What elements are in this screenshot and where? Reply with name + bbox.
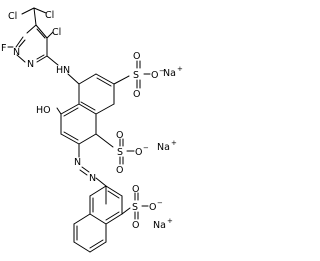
- atom-n-pyrimidine-top: N: [27, 59, 34, 70]
- sodium-ion-2-charge: +: [171, 139, 177, 147]
- sodium-counterions: Na + Na + Na +: [153, 65, 183, 231]
- atom-s2-o-top: O: [116, 130, 123, 141]
- charge-s1-minus: −: [159, 67, 165, 75]
- charge-s3-minus: −: [157, 199, 163, 207]
- atom-hydroxyl: HO: [36, 105, 51, 116]
- atom-s2-o-bottom: O: [116, 165, 123, 176]
- molecule-drawing: Cl Cl Cl F N N H N HO N N S O O O − S O …: [1, 7, 183, 253]
- atom-s3-o-top: O: [132, 184, 139, 195]
- atom-cl-ring: Cl: [52, 27, 61, 38]
- chemical-structure-diagram: Cl Cl Cl F N N H N HO N N S O O O − S O …: [1, 7, 183, 253]
- atom-s1-o-minus: O: [151, 70, 158, 81]
- atom-labels: Cl Cl Cl F N N H N HO N N S O O O − S O …: [1, 10, 165, 231]
- sodium-ion-3-charge: +: [167, 217, 173, 225]
- atom-s1-o-bottom: O: [133, 89, 140, 100]
- atom-cl-chcl2-right: Cl: [45, 10, 54, 21]
- bonds: [7, 7, 151, 253]
- atom-cl-chcl2-left: Cl: [8, 11, 17, 22]
- charge-s2-minus: −: [143, 144, 149, 152]
- atom-s3: S: [132, 202, 138, 213]
- sodium-ion-1-charge: +: [177, 65, 183, 73]
- atom-n-amine: N: [63, 65, 70, 76]
- atom-h-amine: H: [56, 65, 63, 76]
- atom-s3-o-minus: O: [149, 202, 156, 213]
- atom-n-pyrimidine-low: N: [13, 47, 20, 58]
- atom-s1: S: [133, 70, 139, 81]
- sodium-ion-3: Na: [153, 220, 166, 231]
- atom-s3-o-bottom: O: [132, 220, 139, 231]
- atom-s1-o-top: O: [133, 51, 140, 62]
- sodium-ion-1: Na: [163, 68, 176, 79]
- sodium-ion-2: Na: [157, 142, 170, 153]
- atom-s2-o-minus: O: [135, 147, 142, 158]
- atom-s2: S: [117, 147, 123, 158]
- atom-azo-n2: N: [89, 173, 96, 184]
- atom-azo-n1: N: [74, 157, 81, 168]
- atom-f: F: [1, 43, 6, 54]
